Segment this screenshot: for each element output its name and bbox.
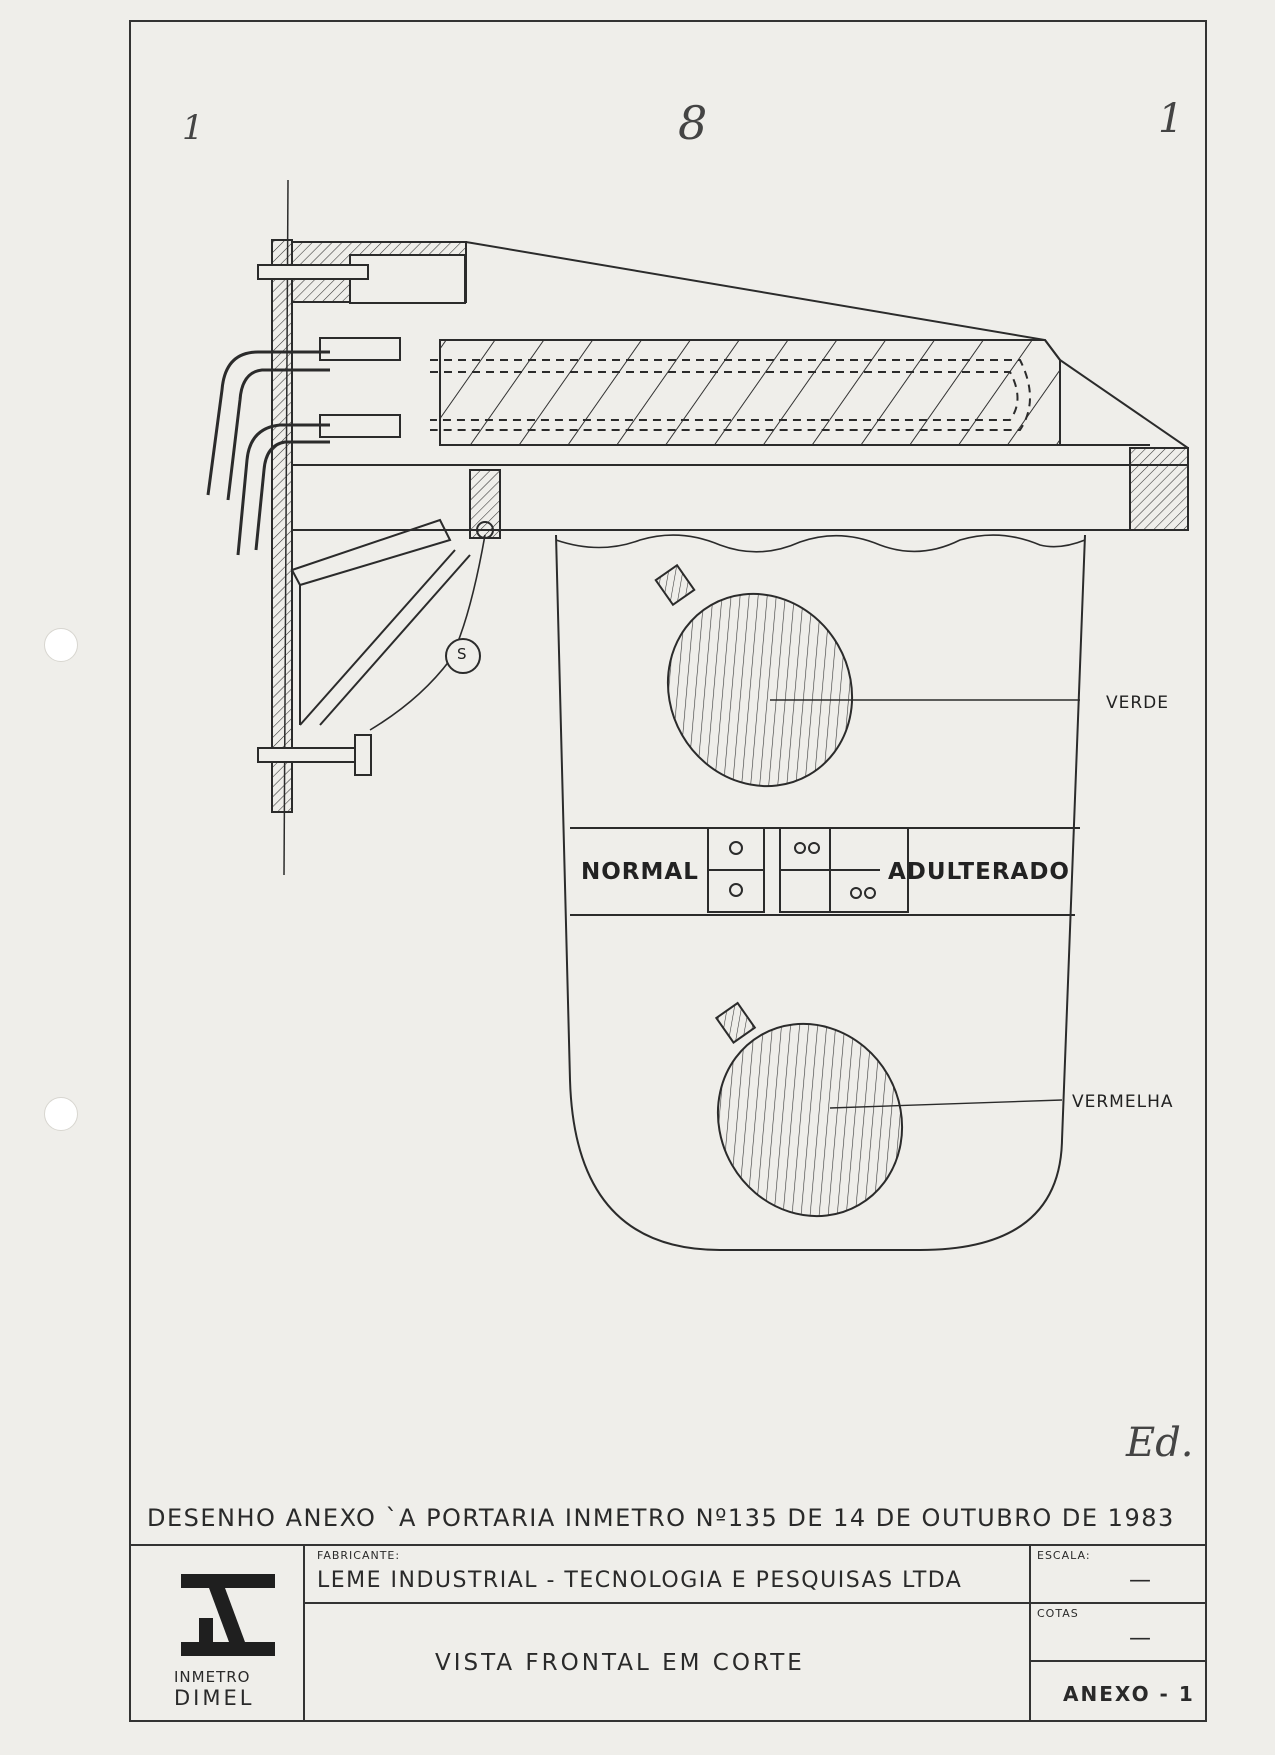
view-title-cell: VISTA FRONTAL EM CORTE	[305, 1604, 1031, 1720]
sensor-letter: S	[457, 645, 468, 663]
top-housing	[291, 241, 1189, 531]
logo-cell: INMETRO DIMEL	[131, 1546, 305, 1720]
label-red: VERMELHA	[1072, 1092, 1174, 1112]
logo-line2: DIMEL	[174, 1686, 255, 1710]
annex-cell: ANEXO - 1	[1031, 1662, 1205, 1720]
label-green: VERDE	[1106, 693, 1170, 713]
inmetro-logo-icon	[181, 1574, 275, 1656]
corner-mark-left: 1	[182, 108, 204, 148]
title-block-header: DESENHO ANEXO `A PORTARIA INMETRO Nº135 …	[131, 1490, 1205, 1546]
cables	[206, 350, 330, 556]
punch-hole-top	[44, 628, 78, 662]
dimensions-label: COTAS	[1037, 1607, 1079, 1620]
sensor	[369, 534, 486, 731]
annex-label: ANEXO - 1	[1063, 1682, 1195, 1706]
page-number: 8	[678, 96, 708, 150]
manufacturer-cell: FABRICANTE: LEME INDUSTRIAL - TECNOLOGIA…	[305, 1546, 1031, 1604]
manufacturer-label: FABRICANTE:	[317, 1549, 401, 1562]
section-view-drawing	[206, 179, 1189, 1251]
drawing-frame	[129, 20, 1207, 1722]
label-normal: NORMAL	[581, 859, 699, 885]
scale-cell: ESCALA: —	[1031, 1546, 1205, 1604]
dimensions-cell: COTAS —	[1031, 1604, 1205, 1662]
support-bracket	[290, 469, 501, 726]
signature: Ed.	[1126, 1420, 1194, 1466]
corner-mark-right: 1	[1158, 96, 1184, 142]
scale-label: ESCALA:	[1037, 1549, 1091, 1562]
logo-line1: INMETRO	[174, 1668, 251, 1686]
main-title: DESENHO ANEXO `A PORTARIA INMETRO Nº135 …	[147, 1504, 1175, 1532]
view-title: VISTA FRONTAL EM CORTE	[435, 1650, 805, 1676]
green-lamp	[654, 563, 1080, 788]
bolts	[257, 264, 401, 776]
mounting-plate	[271, 179, 293, 876]
manufacturer-name: LEME INDUSTRIAL - TECNOLOGIA E PESQUISAS…	[317, 1568, 963, 1593]
scale-value: —	[1129, 1568, 1152, 1593]
indicator-cup	[555, 534, 1086, 1251]
red-lamp	[714, 1001, 1063, 1218]
punch-hole-bottom	[44, 1097, 78, 1131]
dimensions-value: —	[1129, 1626, 1152, 1651]
label-adulterated: ADULTERADO	[888, 859, 1070, 885]
